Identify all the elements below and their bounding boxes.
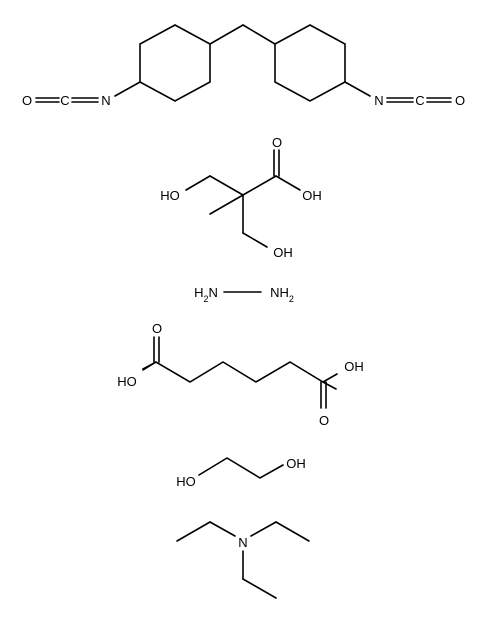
ch2-ho-bond — [185, 175, 211, 191]
glycol-oh-label: OH — [286, 456, 306, 471]
hydrazine-structure: H2N NH2 — [194, 285, 294, 304]
tea-n-label: N — [238, 535, 247, 550]
glycol-chain — [198, 457, 284, 479]
hydrazine-left-text: H2N — [194, 285, 218, 304]
glycol-ho-label: HO — [176, 474, 196, 489]
adipic-oh-label: OH — [344, 359, 364, 374]
carbonyl-o-label: O — [272, 135, 282, 150]
bridge-bond-1 — [209, 24, 244, 45]
hydrazine-left-label: H2N — [194, 285, 218, 304]
top-o-label: O — [152, 321, 162, 336]
right-o-label: O — [455, 93, 465, 108]
adipic-chain — [142, 361, 337, 390]
left-c-label: C — [60, 93, 69, 108]
c-ch2-upper-bond — [209, 175, 244, 196]
left-n-label: N — [101, 93, 110, 108]
right-n-label: N — [374, 93, 383, 108]
ch2-oh-lower-bond — [242, 232, 268, 248]
hydrazine-right-label: NH2 — [270, 285, 294, 304]
adipic-acid-structure: O HO OH O — [117, 321, 364, 428]
ethylene-glycol-structure: HO OH — [176, 456, 306, 489]
tea-arm-right-2 — [275, 521, 310, 542]
right-c-label: C — [415, 93, 424, 108]
tea-arm-down-2 — [242, 578, 277, 599]
c-methyl-bond — [209, 194, 244, 215]
triethylamine-structure: N — [176, 521, 310, 599]
left-n-ring-bond — [114, 81, 141, 97]
left-ring — [139, 24, 211, 102]
diisocyanate-structure: N C O N C O — [22, 24, 465, 108]
top-oh-bond — [142, 361, 157, 371]
tea-arm-right-1 — [250, 521, 277, 537]
hydrazine-right-text: NH2 — [270, 285, 294, 304]
acid-oh-label: OH — [302, 188, 322, 203]
left-ho-label: HO — [160, 188, 180, 203]
dmpa-structure: O OH HO OH — [160, 135, 322, 260]
bottom-oh-bond — [322, 373, 338, 383]
right-ring — [274, 24, 346, 102]
left-o-label: O — [22, 93, 32, 108]
carboxyl-oh-bond — [275, 175, 301, 191]
c-carboxyl-bond — [242, 175, 277, 196]
bridge-bond-2 — [242, 24, 276, 45]
bottom-oh-label: OH — [273, 245, 293, 260]
right-n-ring-bond — [344, 81, 371, 97]
bottom-o-label: O — [319, 413, 329, 428]
tea-arm-left-2 — [176, 521, 211, 542]
adipic-ho-label: HO — [117, 374, 137, 389]
tea-arm-left-1 — [209, 521, 236, 537]
